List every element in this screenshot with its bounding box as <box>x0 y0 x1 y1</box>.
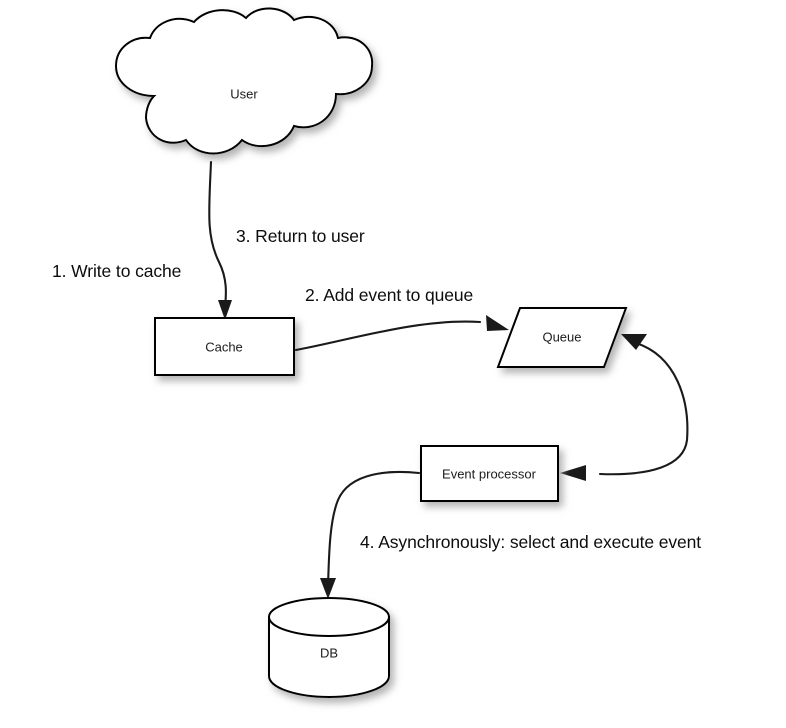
step-label-3: 3. Return to user <box>236 226 365 246</box>
node-queue[interactable]: Queue <box>496 307 628 368</box>
node-event-processor[interactable]: Event processor <box>420 445 559 502</box>
edge-cache-to-queue <box>294 315 509 352</box>
step-label-1: 1. Write to cache <box>52 261 182 281</box>
node-db-label: DB <box>320 645 338 660</box>
step-label-2: 2. Add event to queue <box>305 285 474 305</box>
node-event-processor-label: Event processor <box>442 466 537 481</box>
node-queue-label: Queue <box>542 329 581 344</box>
node-user-label: User <box>230 86 258 101</box>
node-cache[interactable]: Cache <box>154 317 295 376</box>
node-cache-label: Cache <box>205 339 243 354</box>
edge-event-processor-to-queue <box>560 334 689 481</box>
node-db[interactable]: DB <box>268 597 390 698</box>
step-label-4: 4. Asynchronously: select and execute ev… <box>360 532 702 552</box>
node-user[interactable]: User <box>114 7 374 155</box>
edge-user-to-cache <box>208 160 232 320</box>
edge-event-processor-to-db <box>320 470 421 599</box>
